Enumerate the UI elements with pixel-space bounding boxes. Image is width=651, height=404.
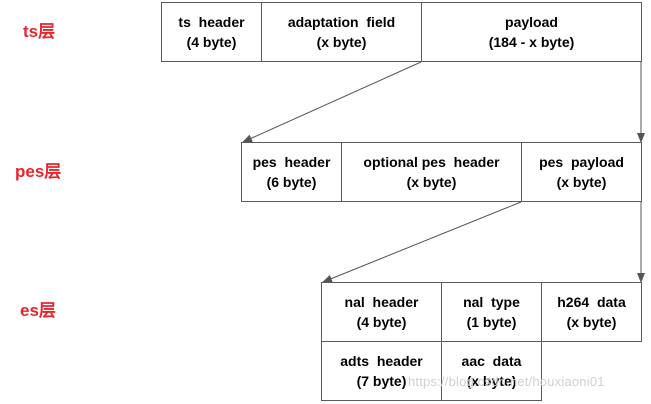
ts-header-box: ts header (4 byte) [161,2,262,62]
optional-pes-header-box: optional pes header (x byte) [341,142,522,202]
aac-data-box: aac data (x byte) [441,341,542,401]
adaptation-field-title: adaptation field [287,14,396,30]
es-layer-label: es层 [20,301,56,320]
arrow-ts-payload-to-pes-left [242,61,422,143]
ts-payload-title: payload [505,14,558,30]
arrow-pes-payload-to-es-left [322,201,522,283]
pes-payload-size: (x byte) [556,174,607,190]
nal-header-size: (4 byte) [356,314,407,330]
h264-data-size: (x byte) [566,314,617,330]
ts-payload-size: (184 - x byte) [488,34,575,50]
aac-data-title: aac data [461,353,522,369]
h264-data-box: h264 data (x byte) [541,282,642,342]
pes-payload-title: pes payload [539,154,624,170]
ts-payload-box: payload (184 - x byte) [421,2,642,62]
pes-header-box: pes header (6 byte) [241,142,342,202]
nal-type-box: nal type (1 byte) [441,282,542,342]
adaptation-field-size: (x byte) [316,34,367,50]
adts-header-title: adts header [340,353,423,369]
adts-header-box: adts header (7 byte) [321,341,442,401]
nal-type-title: nal type [463,294,520,310]
adaptation-field-box: adaptation field (x byte) [261,2,422,62]
nal-header-box: nal header (4 byte) [321,282,442,342]
aac-data-size: (x byte) [466,373,517,389]
adts-header-size: (7 byte) [356,373,407,389]
h264-data-title: h264 data [557,294,626,310]
optional-pes-header-size: (x byte) [406,174,457,190]
pes-header-size: (6 byte) [266,174,317,190]
ts-header-title: ts header [178,14,245,30]
nal-header-title: nal header [344,294,419,310]
watermark-text: https://blog.csdn.net/houxiaoni01 [408,374,605,389]
pes-header-title: pes header [252,154,331,170]
pes-payload-box: pes payload (x byte) [521,142,642,202]
pes-layer-label: pes层 [15,162,62,181]
ts-layer-label: ts层 [23,22,56,41]
nal-type-size: (1 byte) [466,314,517,330]
optional-pes-header-title: optional pes header [363,154,500,170]
ts-header-size: (4 byte) [186,34,237,50]
